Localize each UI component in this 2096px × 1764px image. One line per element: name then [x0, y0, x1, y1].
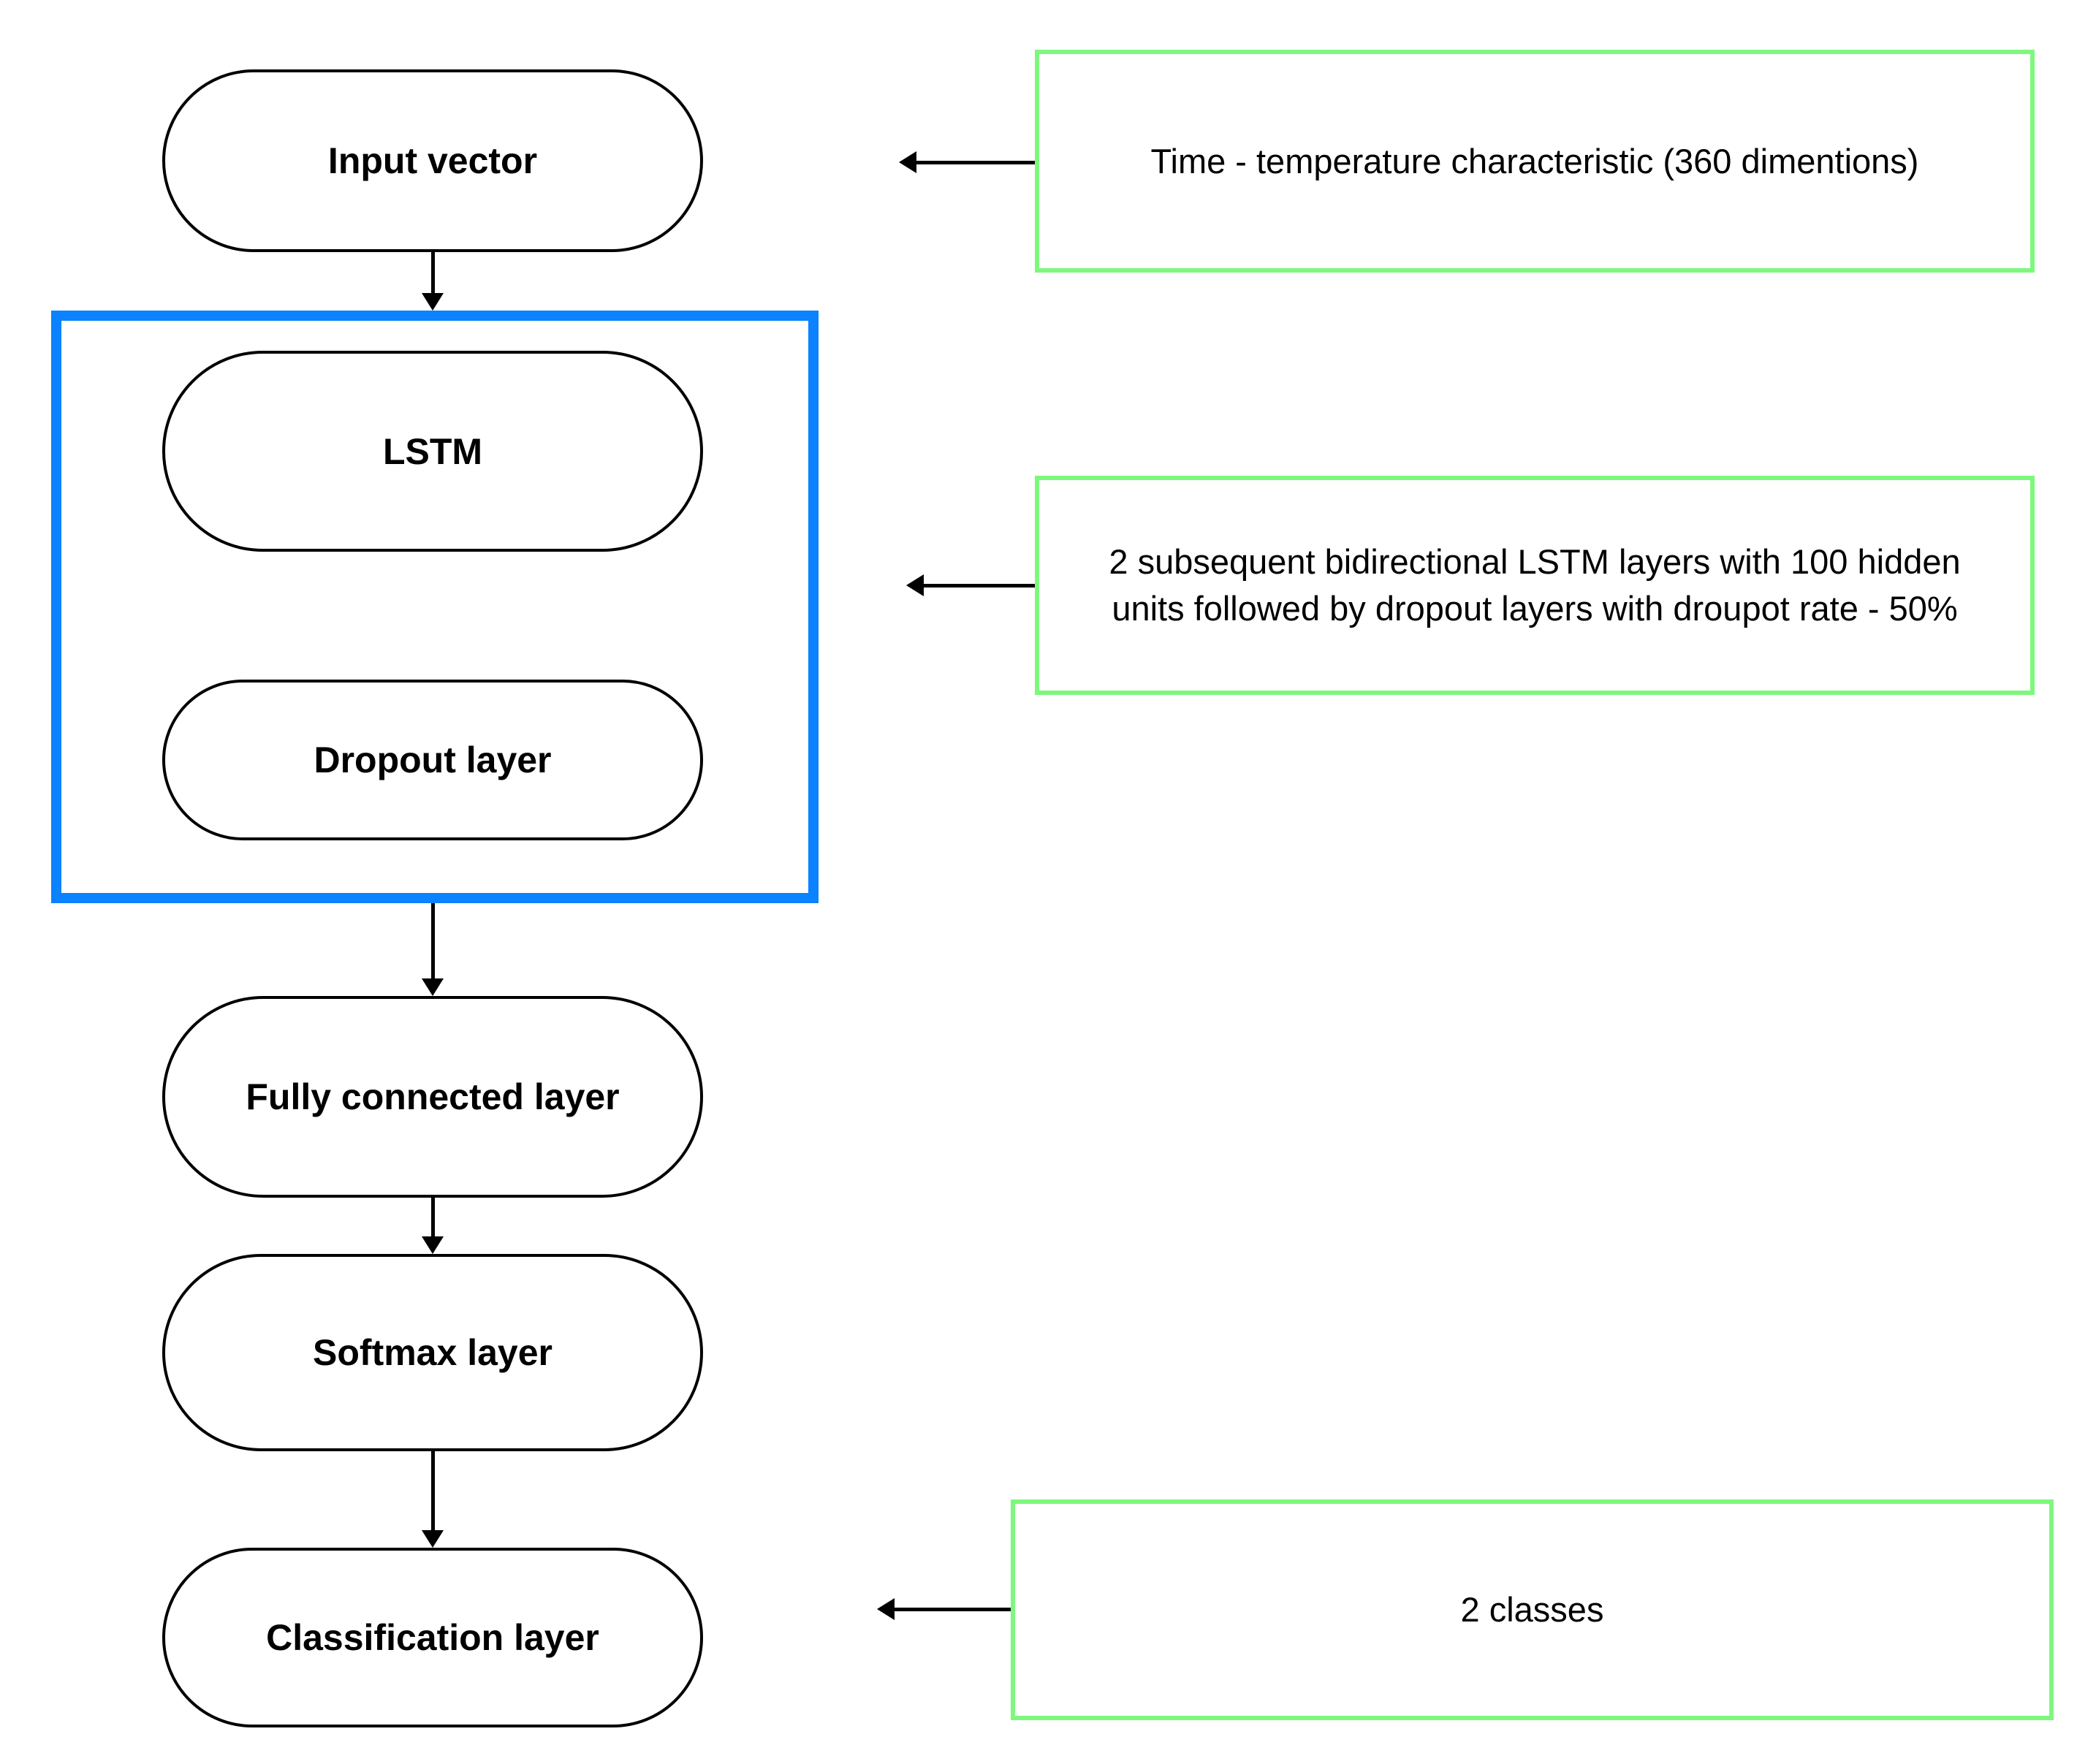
- annotation-lstm-dropout: 2 subsequent bidirectional LSTM layers w…: [1035, 476, 2035, 695]
- arrow-fully-connected-to-softmax-line: [431, 1198, 435, 1238]
- node-label-fully-connected-layer: Fully connected layer: [246, 1076, 620, 1117]
- annotation-lstm-dropout-text-line-1: 2 subsequent bidirectional LSTM layers w…: [1109, 542, 1961, 581]
- arrow-input-to-group-line: [431, 251, 435, 296]
- arrow-annotation-to-classification-line: [893, 1608, 1011, 1611]
- arrow-left-icon: [877, 1598, 895, 1620]
- node-input-vector: Input vector: [162, 69, 703, 252]
- node-label-softmax-layer: Softmax layer: [313, 1332, 553, 1373]
- annotation-lstm-dropout-text-line-2: units followed by dropout layers with dr…: [1112, 589, 1958, 628]
- arrow-softmax-to-classification-line: [431, 1451, 435, 1532]
- arrow-group-to-fully-connected-line: [431, 903, 435, 980]
- node-label-lstm: LSTM: [382, 430, 483, 472]
- arrow-down-icon: [422, 1236, 444, 1254]
- node-label-dropout-layer: Dropout layer: [314, 740, 552, 780]
- arrow-left-icon: [899, 151, 916, 173]
- annotation-input-vector: Time - temperature characteristic (360 d…: [1035, 50, 2035, 273]
- node-fully-connected-layer: Fully connected layer: [162, 996, 703, 1198]
- arrow-down-icon: [422, 1530, 444, 1548]
- arrow-left-icon: [906, 574, 924, 596]
- annotation-classes: 2 classes: [1011, 1499, 2054, 1720]
- node-label-classification-layer: Classification layer: [266, 1617, 599, 1658]
- arrow-down-icon: [422, 978, 444, 996]
- annotation-classes-text: 2 classes: [1460, 1590, 1604, 1629]
- arrow-down-icon: [422, 293, 444, 311]
- node-classification-layer: Classification layer: [162, 1548, 703, 1727]
- node-softmax-layer: Softmax layer: [162, 1254, 703, 1451]
- annotation-input-vector-text: Time - temperature characteristic (360 d…: [1150, 141, 1919, 180]
- node-label-input-vector: Input vector: [327, 140, 538, 181]
- node-lstm: LSTM: [162, 351, 703, 552]
- arrow-annotation-to-group-line: [922, 584, 1035, 588]
- arrow-annotation-to-input-line: [915, 161, 1035, 164]
- lstm-dropout-group-box: [51, 311, 819, 903]
- node-dropout-layer: Dropout layer: [162, 680, 703, 840]
